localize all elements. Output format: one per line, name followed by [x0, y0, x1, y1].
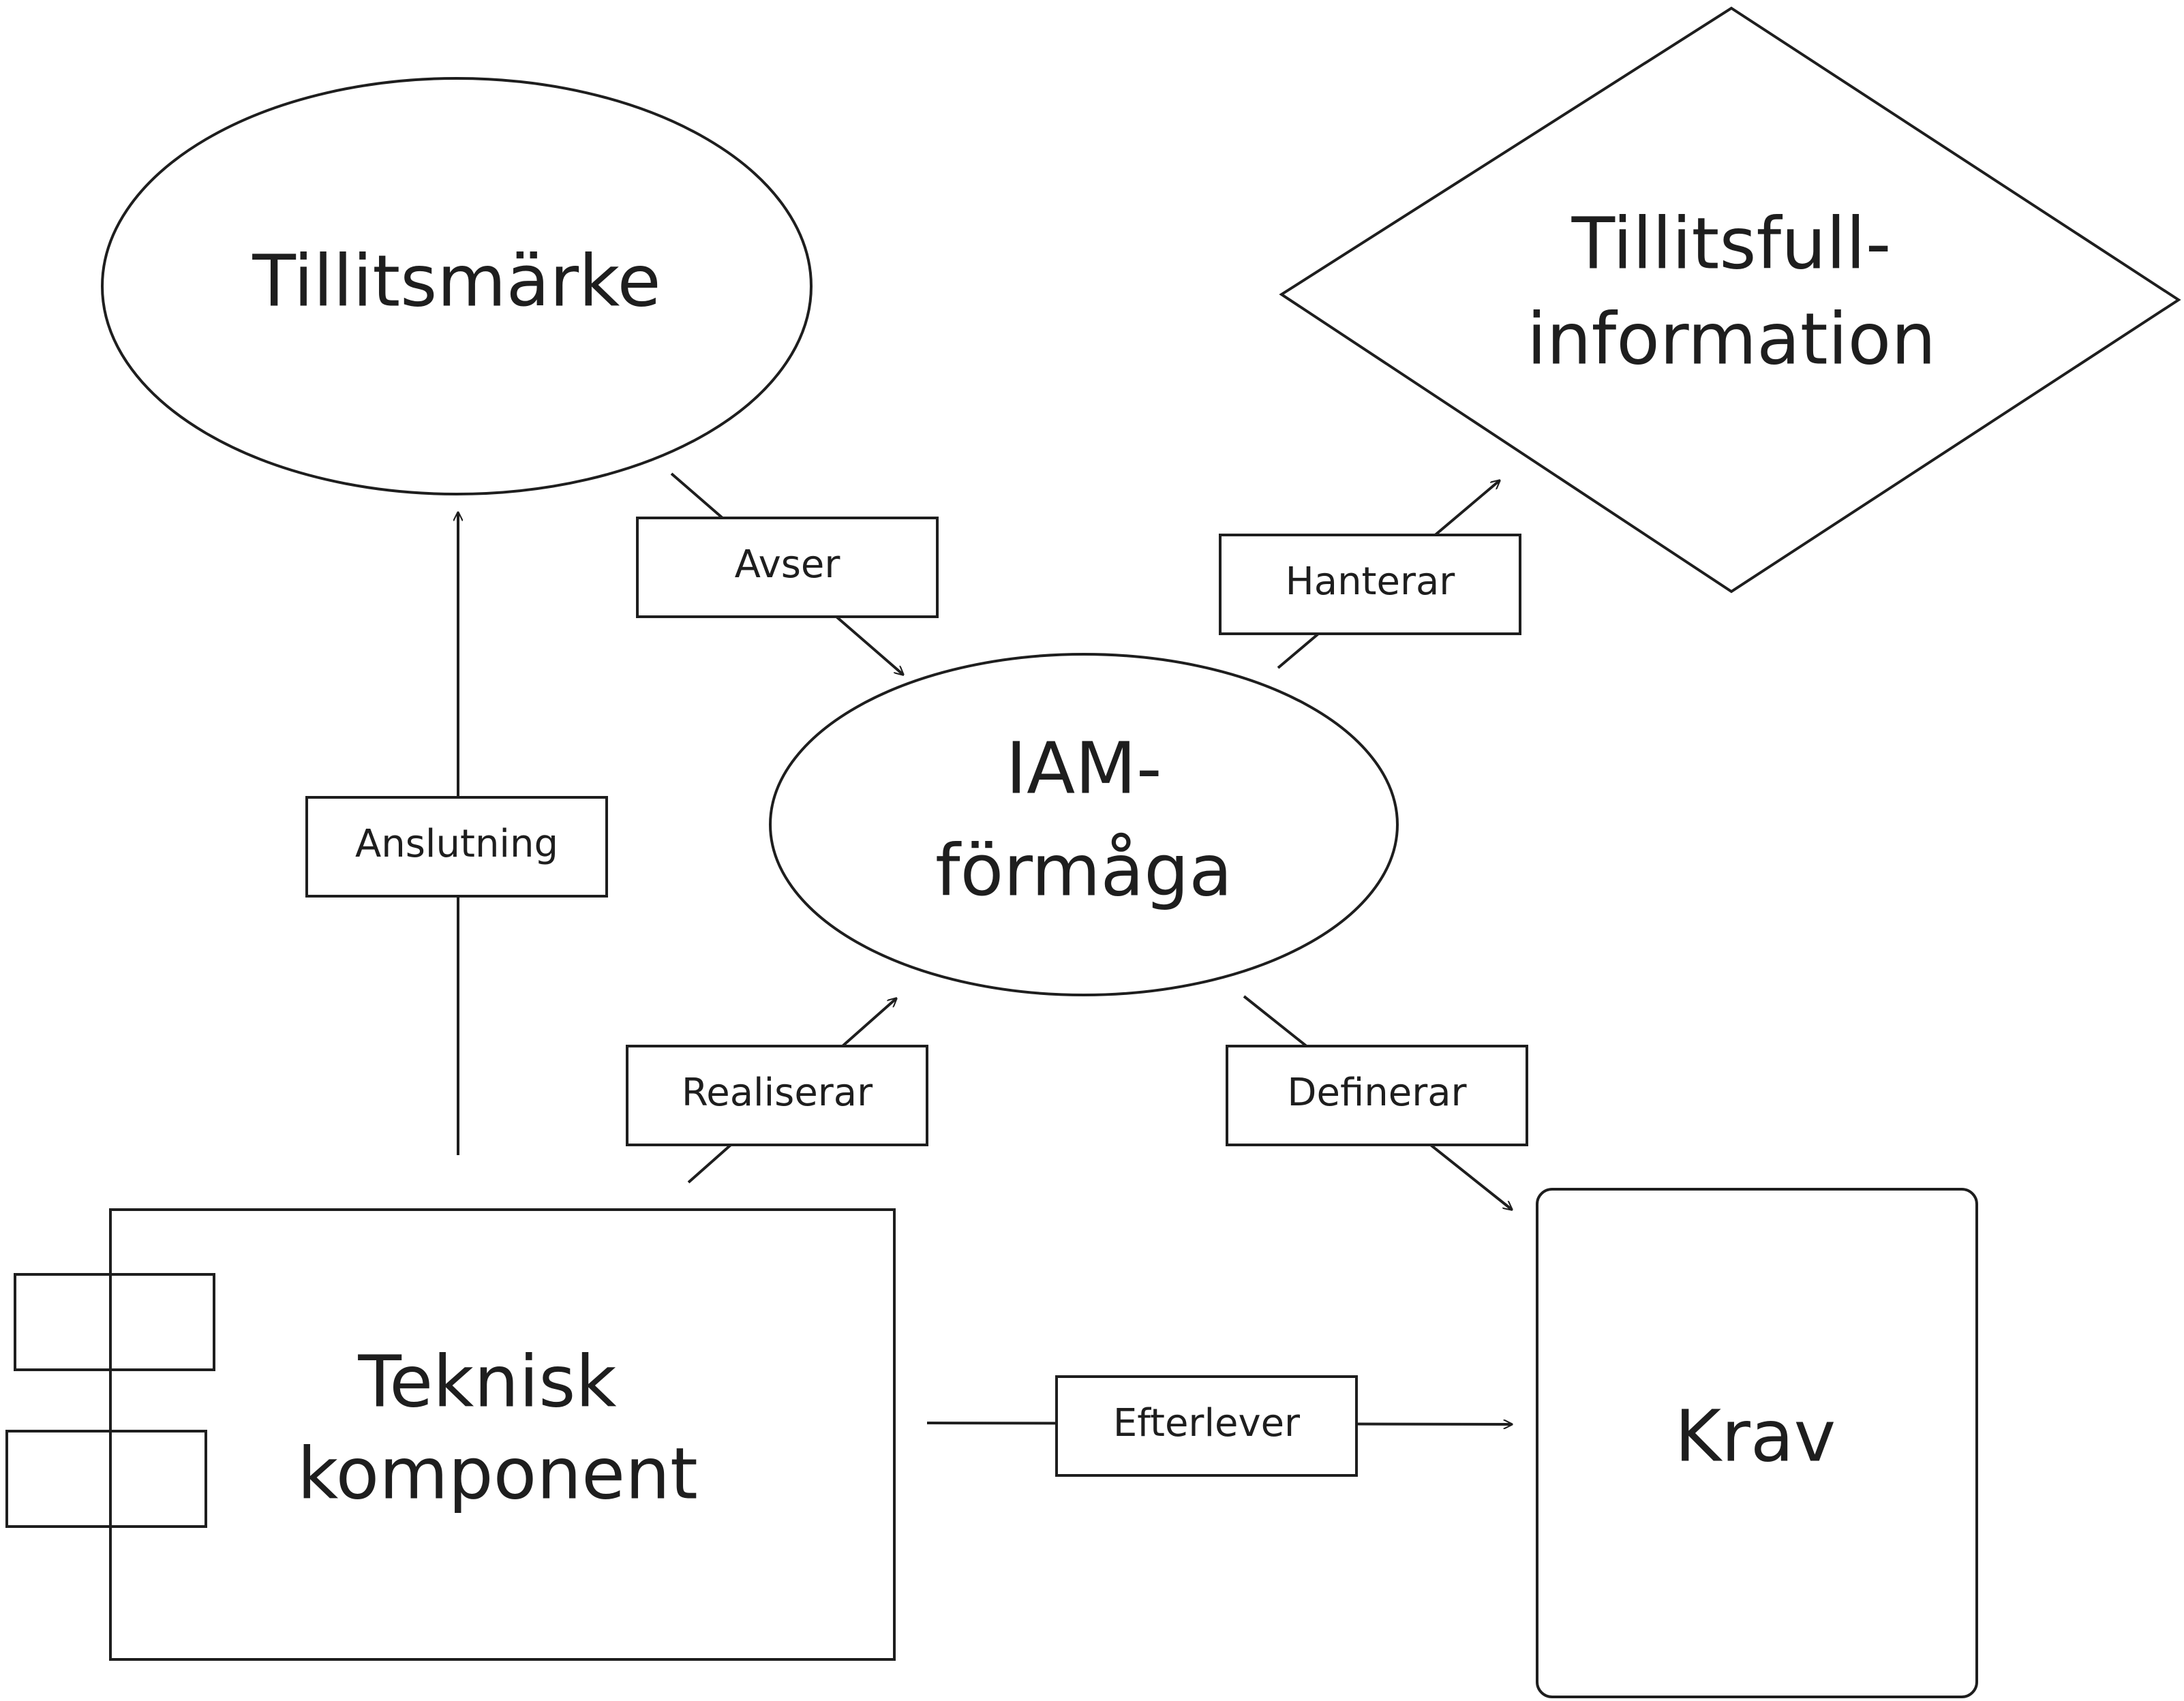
teknisk-komponent-body [109, 1208, 896, 1661]
krav-label: Krav [1675, 1394, 1836, 1477]
node-tillitsmarke[interactable]: Tillitsmärke [101, 77, 813, 495]
edge-hanterar-label: Hanterar [1286, 560, 1456, 604]
edge-avser[interactable]: Avser [636, 472, 939, 675]
iam-formaga-ellipse [769, 653, 1399, 996]
edge-avser-label-box [636, 517, 939, 618]
teknisk-komponent-port-bottom [5, 1430, 207, 1528]
edge-efterlever-label-box [1055, 1375, 1358, 1477]
edge-anslutning[interactable]: Anslutning [305, 512, 608, 1155]
edge-realiserar[interactable]: Realiserar [626, 998, 928, 1184]
edge-anslutning-label: Anslutning [355, 822, 558, 866]
edge-definerar-label: Definerar [1287, 1071, 1467, 1115]
iam-formaga-label-line2: förmåga [935, 829, 1232, 912]
edge-efterlever[interactable]: Efterlever [926, 1375, 1512, 1477]
edge-hanterar[interactable]: Hanterar [1219, 480, 1521, 669]
tillitsfull-information-label-line2: information [1527, 297, 1936, 380]
edge-anslutning-label-box [305, 796, 608, 898]
teknisk-komponent-label-line1: Teknisk [357, 1340, 616, 1423]
edge-realiserar-label: Realiserar [682, 1071, 873, 1115]
krav-rect [1536, 1188, 1978, 1698]
iam-formaga-label-line1: IAM- [1005, 726, 1162, 810]
teknisk-komponent-port-top [14, 1273, 215, 1371]
teknisk-komponent-label-line2: komponent [297, 1432, 698, 1515]
node-iam-formaga[interactable]: IAM- förmåga [769, 653, 1399, 996]
edge-avser-label: Avser [735, 542, 841, 587]
node-teknisk-komponent[interactable]: Teknisk komponent [5, 1208, 896, 1661]
edge-definerar-label-box [1226, 1045, 1528, 1146]
edge-definerar[interactable]: Definerar [1226, 995, 1528, 1210]
tillitsmarke-label: Tillitsmärke [252, 239, 661, 322]
edge-hanterar-label-box [1219, 534, 1521, 635]
edge-efterlever-label: Efterlever [1113, 1401, 1301, 1445]
tillitsmarke-ellipse [101, 77, 813, 495]
node-tillitsfull-information[interactable]: Tillitsfull- information [1279, 6, 2181, 594]
tillitsfull-information-diamond [1279, 6, 2181, 594]
edge-realiserar-label-box [626, 1045, 928, 1146]
tillitsfull-information-label-line1: Tillitsfull- [1571, 202, 1892, 285]
node-krav[interactable]: Krav [1536, 1188, 1978, 1698]
